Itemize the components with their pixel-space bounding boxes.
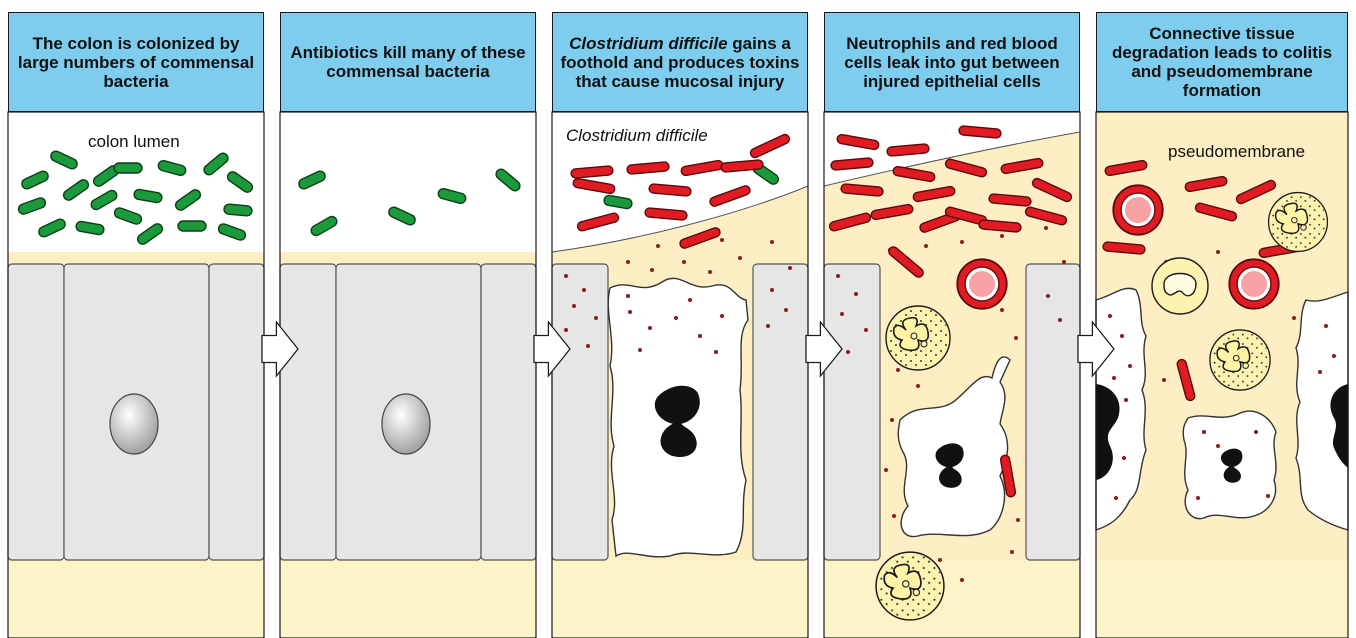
panel-2: [280, 112, 536, 638]
label-pseudomembrane: pseudomembrane: [1168, 142, 1305, 162]
neutrophil: [886, 306, 950, 370]
neutrophil: [1210, 330, 1270, 390]
neutrophil: [876, 552, 944, 620]
epithelial-nucleus: [382, 394, 430, 454]
panel-1: [8, 112, 264, 638]
panel-3: [552, 112, 808, 638]
epithelial-nucleus: [110, 394, 158, 454]
neutrophil: [1269, 193, 1328, 252]
label-clostridium-difficile: Clostridium difficile: [566, 126, 708, 146]
red-blood-cell: [957, 259, 1006, 308]
yellow-neutrophil-cell: [1152, 258, 1208, 314]
label-colon-lumen: colon lumen: [88, 132, 180, 152]
panel-4: [824, 112, 1080, 638]
red-blood-cell: [1229, 259, 1278, 308]
panel-5: [1096, 112, 1348, 638]
red-blood-cell: [1113, 185, 1162, 234]
